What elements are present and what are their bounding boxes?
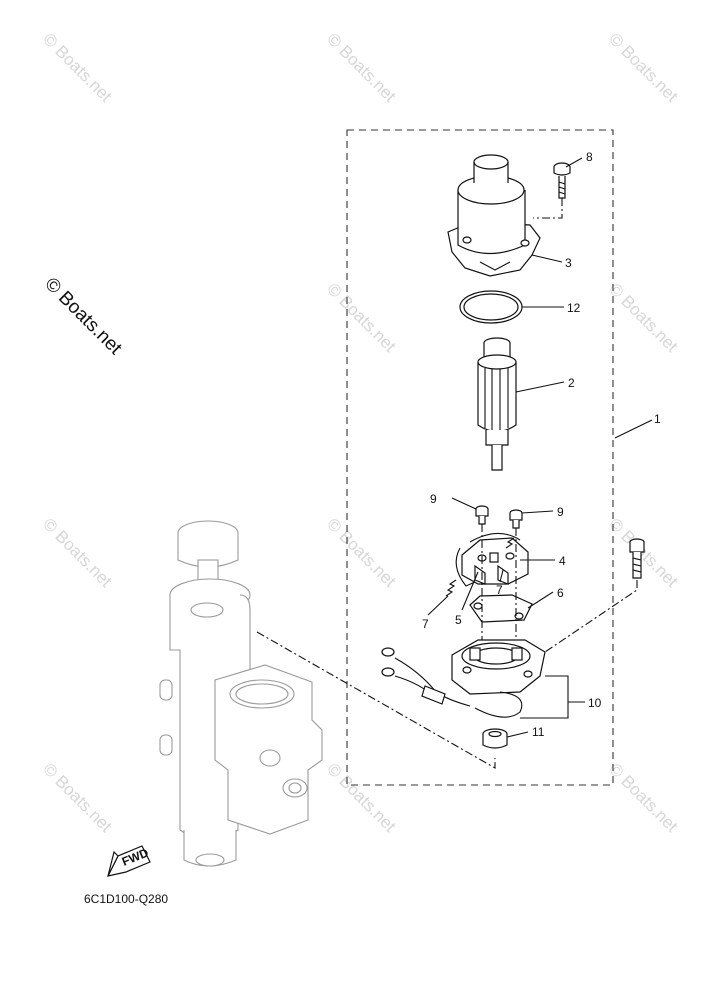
motor-housing	[447, 154, 541, 277]
screw-9-right	[509, 509, 523, 529]
end-housing	[381, 639, 546, 718]
bolt-8	[553, 162, 571, 199]
through-bolt	[629, 538, 645, 579]
callout-11: 11	[532, 725, 545, 739]
callout-9-right: 9	[557, 505, 564, 519]
o-ring	[459, 290, 523, 324]
watermark: © Boats.net	[605, 759, 682, 836]
brush-spring	[445, 579, 457, 597]
brush-contact	[505, 537, 515, 549]
callout-7-left: 7	[422, 617, 429, 631]
watermark: © Boats.net	[39, 759, 116, 836]
collar-11	[482, 728, 508, 749]
assembly-boundary	[346, 129, 614, 786]
callout-3: 3	[565, 256, 572, 270]
callout-6: 6	[557, 586, 564, 600]
watermark: © Boats.net	[323, 759, 400, 836]
callout-8: 8	[586, 150, 593, 164]
watermark: © Boats.net	[39, 29, 116, 106]
watermark: © Boats.net	[323, 514, 400, 591]
leader-lines	[427, 157, 653, 738]
watermark: © Boats.net	[605, 279, 682, 356]
brush-holder	[455, 532, 529, 587]
callout-2: 2	[568, 376, 575, 390]
callout-4: 4	[559, 554, 566, 568]
trim-cylinder-ghost	[159, 520, 323, 867]
screw-9-left	[475, 505, 489, 525]
assembly-lines	[256, 198, 638, 769]
watermark: © Boats.net	[605, 29, 682, 106]
watermark: © Boats.net	[39, 514, 116, 591]
watermark: © Boats.net	[323, 29, 400, 106]
callout-1: 1	[654, 412, 661, 426]
callout-9-left: 9	[430, 492, 437, 506]
fwd-arrow: FWD	[106, 845, 151, 877]
callout-7-right: 7	[496, 583, 503, 597]
watermark-main: © Boats.net	[40, 274, 126, 360]
callout-10: 10	[588, 696, 602, 710]
callout-5: 5	[455, 613, 462, 627]
callout-labels: 8 3 12 2 1 9 9 4 7 7 5 6 10 11	[422, 150, 661, 739]
diagram-code: 6C1D100-Q280	[84, 892, 168, 906]
armature	[477, 337, 517, 471]
watermark: © Boats.net	[323, 279, 400, 356]
callout-12: 12	[567, 301, 581, 315]
plate-6	[469, 594, 533, 623]
watermark: © Boats.net	[605, 514, 682, 591]
